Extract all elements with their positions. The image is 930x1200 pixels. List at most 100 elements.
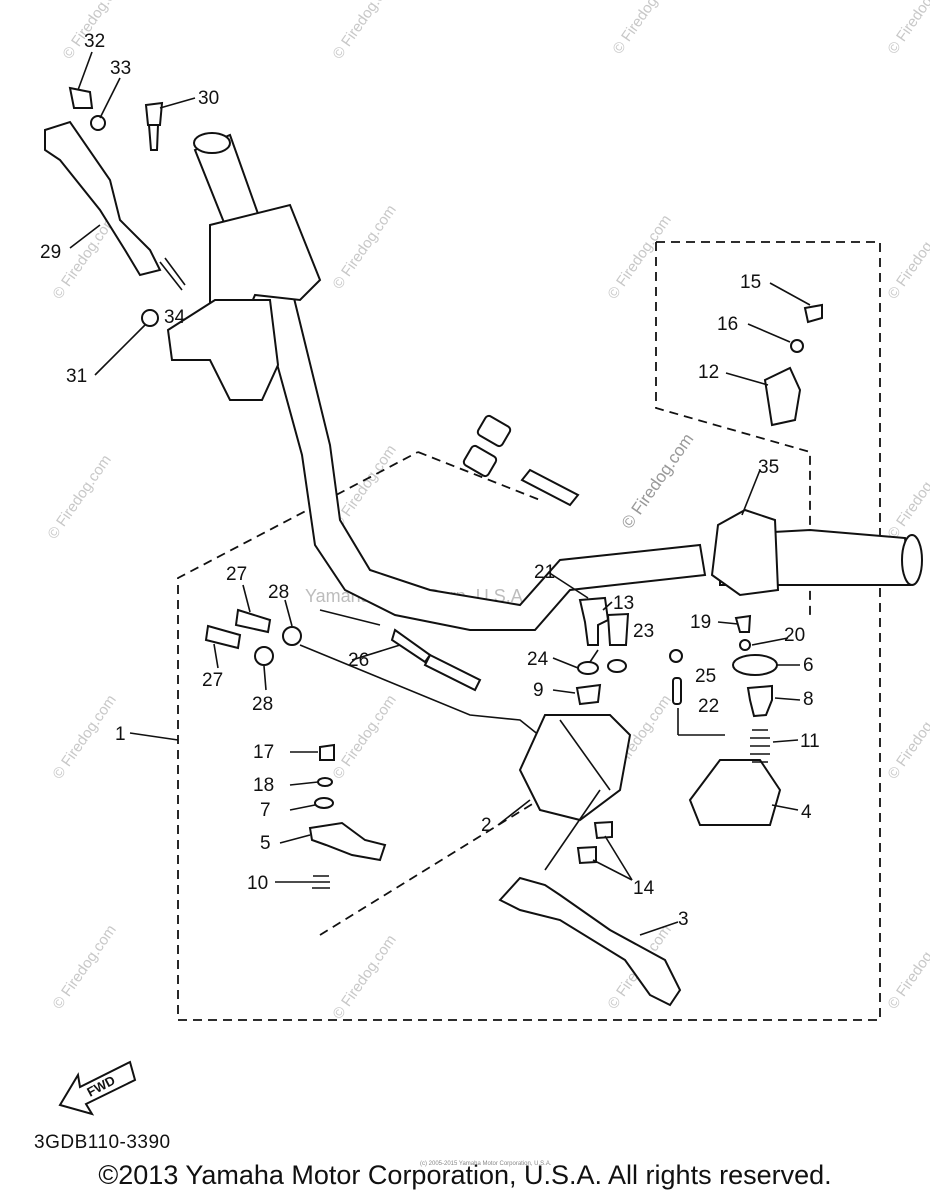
clutch-lever: [44, 120, 162, 277]
switch-group: [669, 614, 782, 826]
nut-28b: [254, 646, 274, 666]
callout-6: 6: [803, 655, 814, 676]
callout-14: 14: [633, 878, 655, 899]
callout-16: 16: [717, 314, 738, 335]
callout-31: 31: [66, 366, 87, 387]
callout-3: 3: [678, 909, 689, 930]
callout-labels: 32 33 30 29 34 31 15 16 12 35 21 13 23 2…: [40, 31, 820, 930]
bracket-5: [308, 821, 387, 862]
plate-6: [732, 654, 778, 676]
watermark-text: © Firedog.com: [329, 932, 399, 1023]
callout-4: 4: [801, 802, 812, 823]
callout-27-upper: 27: [226, 564, 247, 585]
callout-9: 9: [533, 680, 544, 701]
watermark-text: © Firedog.com: [618, 430, 698, 532]
washer-16: [790, 339, 804, 353]
watermark-text: © Firedog.com: [884, 692, 930, 783]
spring-10: [312, 875, 330, 889]
box-link-line: [417, 451, 541, 501]
ball-25: [669, 649, 683, 663]
callout-2: 2: [481, 815, 492, 836]
drawing-code: 3GDB110-3390: [34, 1132, 171, 1153]
connector-lower: [462, 444, 498, 478]
callout-12: 12: [698, 362, 719, 383]
cable-26-end: [423, 653, 482, 692]
clamp-12: [763, 366, 802, 427]
screw-19: [734, 614, 752, 633]
throttle-housing: [710, 508, 780, 597]
watermark-text: © Firedog.com: [49, 922, 119, 1013]
left-switch-housing: [166, 299, 280, 401]
fwd-arrow: FWD: [58, 1060, 137, 1116]
callout-21: 21: [534, 562, 555, 583]
watermark-text: © Firedog.com: [329, 0, 399, 62]
callout-18: 18: [253, 775, 274, 796]
wire-group: [299, 414, 580, 741]
watermark-text: © Firedog.com: [609, 0, 679, 57]
callout-30: 30: [198, 88, 219, 109]
watermark-text: © Firedog.com: [884, 0, 930, 57]
callout-35: 35: [758, 457, 779, 478]
washer-23: [607, 659, 627, 673]
bolt-32: [68, 86, 94, 109]
spring-11: [750, 729, 770, 763]
tiny-credit: (c) 2005-2015 Yamaha Motor Corporation, …: [420, 1161, 552, 1167]
copyright-footer: ©2013 Yamaha Motor Corporation, U.S.A. A…: [98, 1160, 832, 1190]
watermark-text: © Firedog.com: [329, 692, 399, 783]
watermark-text: © Firedog.com: [49, 692, 119, 783]
callout-28-upper: 28: [268, 582, 289, 603]
callout-26: 26: [348, 650, 369, 671]
connector-upper: [476, 414, 512, 448]
front-brake-lever: [498, 876, 682, 1007]
callout-8: 8: [803, 689, 814, 710]
grip-end: [901, 534, 923, 586]
fwd-arrow-shape: [58, 1060, 137, 1116]
callout-29: 29: [40, 242, 61, 263]
callout-34: 34: [164, 307, 186, 328]
bolt-13: [578, 596, 610, 646]
callout-28-lower: 28: [252, 694, 273, 715]
wire-sleeve: [520, 468, 580, 507]
watermark-text: © Firedog.com: [329, 202, 399, 293]
watermark-text: © Firedog.com: [604, 212, 674, 303]
washer-7: [314, 797, 334, 809]
cable-26: [390, 628, 432, 664]
callout-27-lower: 27: [202, 670, 223, 691]
bolt-30: [144, 101, 164, 151]
main-assembly-box: [177, 241, 881, 1021]
watermark-text: © Firedog.com: [884, 212, 930, 303]
leader-lines: [69, 51, 811, 936]
callout-11: 11: [800, 731, 820, 752]
callout-13: 13: [613, 593, 634, 614]
watermark-layer: © Firedog.com © Firedog.com © Firedog.co…: [44, 0, 930, 1022]
assembly-outlines: [177, 241, 881, 1021]
switch-wires: [299, 609, 546, 741]
watermark-text: © Firedog.com: [884, 452, 930, 543]
callout-10: 10: [247, 873, 268, 894]
nut-14a: [593, 820, 613, 840]
screw-17: [319, 743, 335, 761]
switch-4: [688, 759, 782, 826]
callout-15: 15: [740, 272, 761, 293]
callout-19: 19: [690, 612, 711, 633]
nut-9: [575, 683, 602, 706]
clamp-group: [763, 303, 823, 427]
callout-7: 7: [260, 800, 271, 821]
callout-1: 1: [115, 724, 126, 745]
adjuster-27b: [204, 624, 242, 650]
callout-22: 22: [698, 696, 719, 717]
adjuster-group: [204, 608, 302, 666]
holder-group: [518, 596, 632, 865]
washer-24: [577, 661, 599, 675]
watermark-text: © Firedog.com: [884, 922, 930, 1013]
washer-33: [90, 115, 106, 131]
callout-5: 5: [260, 833, 271, 854]
nut-28a: [282, 626, 302, 646]
washer-18: [317, 777, 333, 787]
callout-25: 25: [695, 666, 716, 687]
callout-20: 20: [784, 625, 805, 646]
lever-holder-2: [518, 714, 632, 822]
callout-24: 24: [527, 649, 549, 670]
left-lever-group: [44, 86, 186, 327]
